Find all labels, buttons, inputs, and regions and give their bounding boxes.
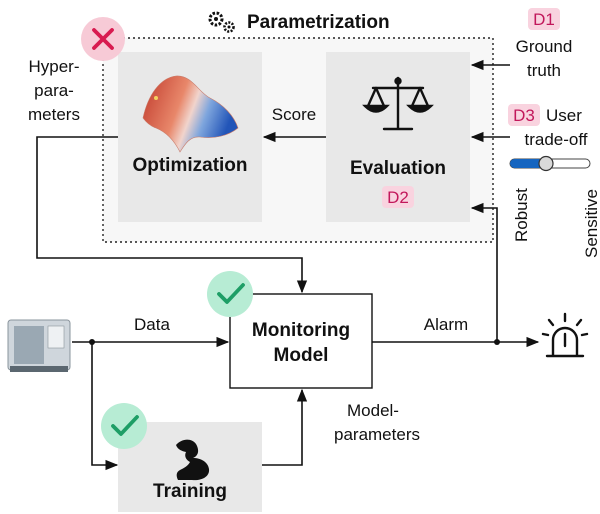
fail-badge	[81, 17, 125, 61]
hyperparams-label-1: Hyper-	[28, 57, 79, 76]
monitoring-model-box	[229, 293, 373, 389]
monitoring-label-2: Model	[274, 345, 329, 366]
model-params-label-2: parameters	[334, 425, 420, 444]
monitoring-check-badge	[207, 271, 253, 317]
training-label: Training	[153, 481, 227, 502]
training-input-arrow	[91, 342, 119, 471]
muscle-icon	[176, 439, 210, 481]
data-label: Data	[134, 315, 170, 334]
alarm-label: Alarm	[424, 315, 468, 334]
d3-tag-text: D3	[513, 106, 535, 125]
optimization-surface-icon	[142, 75, 239, 153]
d2-tag	[382, 186, 414, 208]
parametrization-title: Parametrization	[247, 12, 390, 33]
ground-truth-line-2: truth	[527, 61, 561, 80]
user-label: User	[546, 106, 582, 125]
score-label: Score	[272, 105, 316, 124]
hyperparams-label-3: meters	[28, 105, 80, 124]
alarm-junction	[494, 339, 500, 345]
alarm-feedback-arrow	[470, 202, 498, 342]
slider-knob[interactable]	[538, 155, 554, 172]
d3-tag	[508, 104, 540, 126]
ground-truth-line-1: Ground	[516, 37, 573, 56]
tradeoff-slider[interactable]	[509, 155, 591, 172]
d2-tag-text: D2	[387, 188, 409, 207]
monitoring-label-1: Monitoring	[252, 320, 350, 341]
d1-tag-text: D1	[533, 10, 555, 29]
hyperparams-arrow	[36, 136, 308, 294]
d1-tag	[528, 8, 560, 30]
optimization-label: Optimization	[132, 155, 247, 176]
tradeoff-label: trade-off	[524, 130, 587, 149]
gears-icon	[208, 11, 235, 33]
robust-label: Robust	[512, 188, 531, 242]
training-check-badge	[101, 403, 147, 449]
model-params-arrow	[262, 388, 308, 466]
hyperparams-label-2: para-	[34, 81, 74, 100]
model-params-label-1: Model-	[347, 401, 399, 420]
machine-icon	[7, 319, 71, 372]
siren-icon	[541, 312, 589, 358]
sensitive-label: Sensitive	[582, 189, 600, 258]
slider-fill	[510, 159, 546, 168]
evaluation-label: Evaluation	[350, 158, 446, 179]
scale-icon	[362, 76, 434, 131]
